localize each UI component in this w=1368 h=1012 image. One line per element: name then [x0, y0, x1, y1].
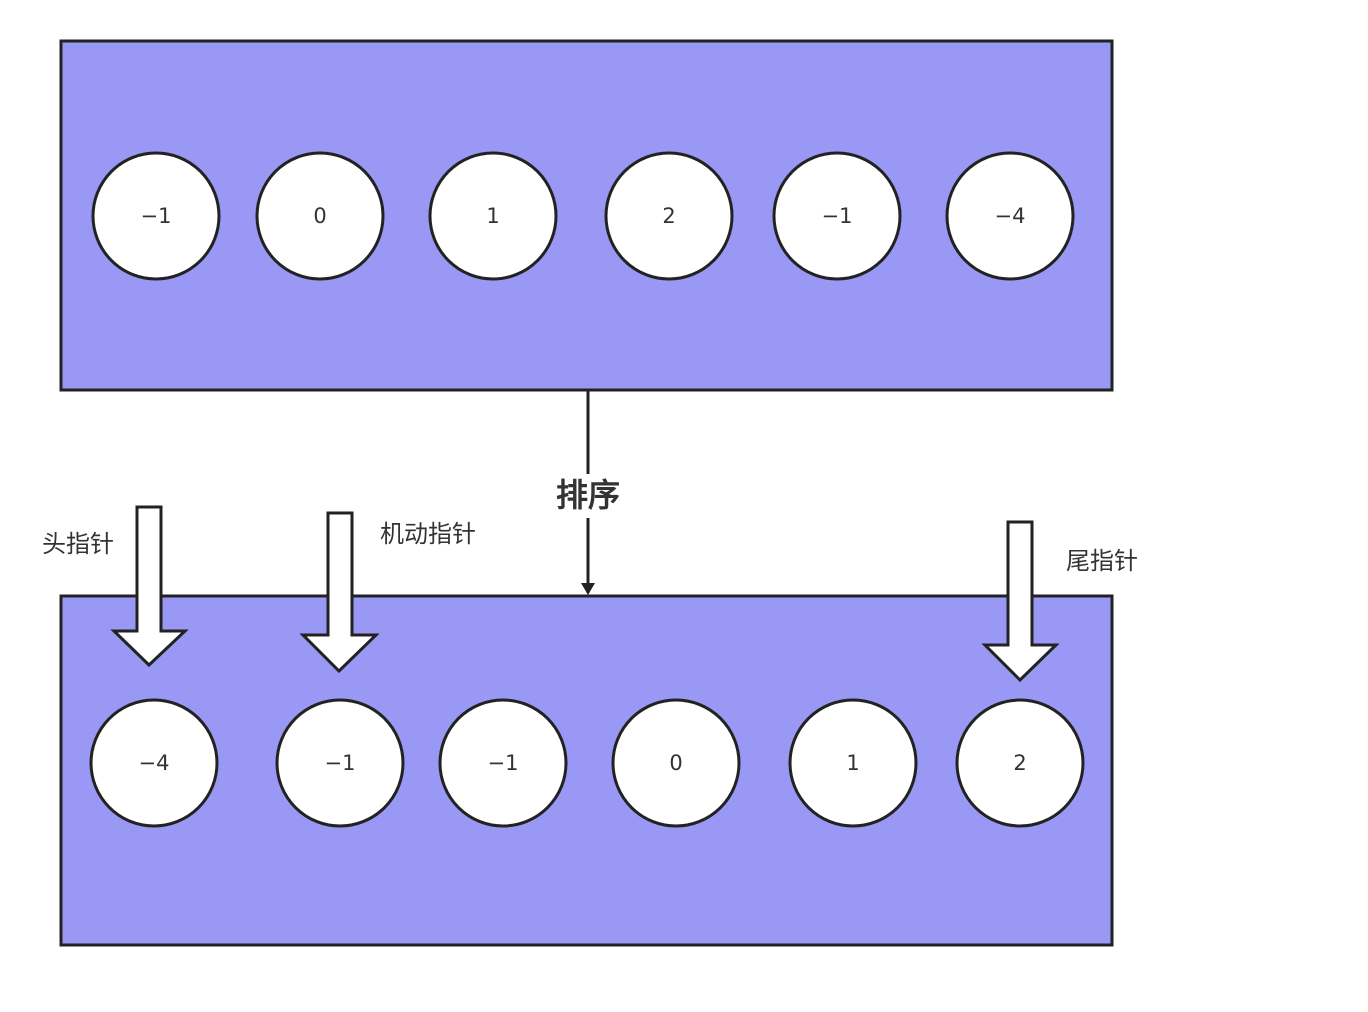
sorted-cell-value: −1 [488, 751, 519, 775]
original-cell: −1 [772, 151, 902, 281]
original-cell: 0 [255, 151, 385, 281]
original-cell-value: 0 [313, 204, 326, 228]
head-pointer-label: 头指针 [42, 530, 114, 558]
sorted-cell: 0 [611, 698, 741, 828]
sorted-cell: 2 [955, 698, 1085, 828]
moving-pointer-label: 机动指针 [380, 520, 476, 548]
tail-pointer: 尾指针 [981, 520, 1138, 683]
original-cell: 2 [604, 151, 734, 281]
original-cell-value: −1 [822, 204, 853, 228]
sorted-cell-value: −1 [325, 751, 356, 775]
sorted-array-box [59, 594, 1114, 947]
sorted-cell: −1 [438, 698, 568, 828]
sorted-cell-value: 2 [1013, 751, 1026, 775]
sorted-cell: −1 [275, 698, 405, 828]
moving-pointer: 机动指针 [299, 511, 476, 674]
original-cell-value: −4 [995, 204, 1026, 228]
sorted-cell: 1 [788, 698, 918, 828]
sorted-cell-value: −4 [139, 751, 170, 775]
original-cell-value: −1 [141, 204, 172, 228]
moving-pointer-arrow [299, 511, 380, 674]
sorted-array-cells: −4 −1 −1 0 1 2 [89, 698, 1085, 828]
original-cell-value: 1 [486, 204, 499, 228]
sorted-cell-value: 0 [669, 751, 682, 775]
original-array-cells: −1 0 1 2 −1 −4 [91, 151, 1075, 281]
tail-pointer-arrow [981, 520, 1060, 683]
sorted-cell: −4 [89, 698, 219, 828]
head-pointer-arrow [110, 505, 189, 668]
sort-label: 排序 [556, 476, 620, 514]
original-cell: −1 [91, 151, 221, 281]
original-cell: −4 [945, 151, 1075, 281]
original-cell: 1 [428, 151, 558, 281]
original-cell-value: 2 [662, 204, 675, 228]
head-pointer: 头指针 [42, 505, 189, 668]
sort-label-background [551, 474, 625, 518]
sorted-cell-value: 1 [846, 751, 859, 775]
original-array-box [59, 39, 1114, 392]
tail-pointer-label: 尾指针 [1066, 547, 1138, 575]
